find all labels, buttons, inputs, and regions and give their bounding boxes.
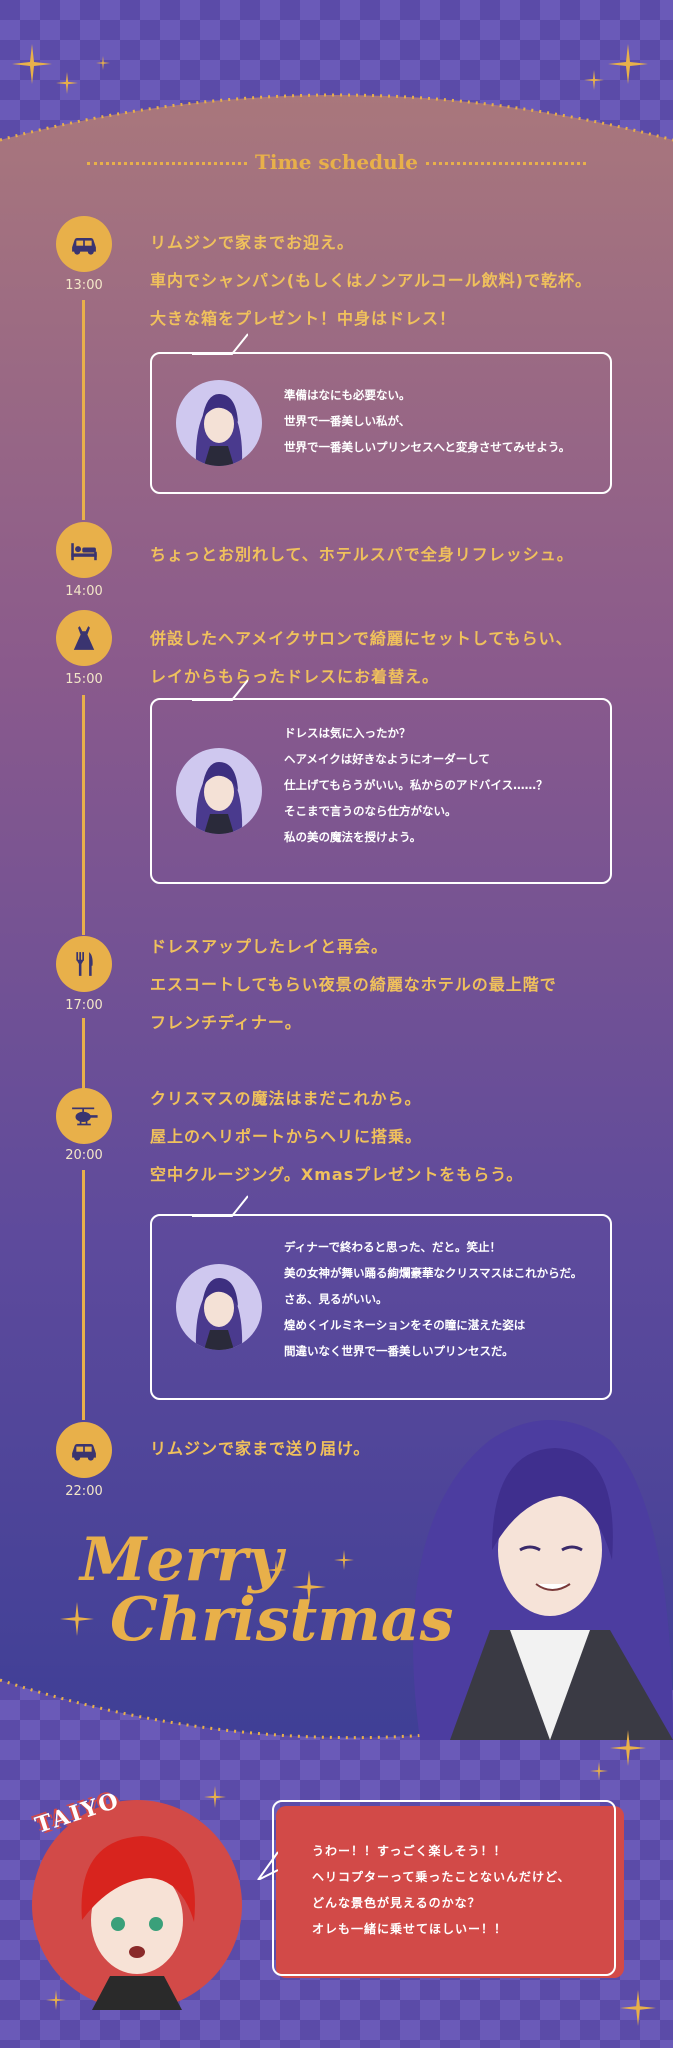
- sparkle-icon: [266, 1560, 286, 1580]
- sparkle-icon: [46, 1990, 66, 2010]
- taiyo-line: オレも一緒に乗せてほしいー！！: [312, 1922, 508, 1936]
- bubble-tail: [192, 1195, 248, 1217]
- schedule-text: クリスマスの魔法はまだこれから。 屋上のヘリポートからヘリに搭乗。 空中クルージ…: [150, 1080, 630, 1194]
- bubble-tail: [192, 333, 248, 355]
- schedule-title: Time schedule: [0, 150, 673, 174]
- bubble-line: そこまで言うのなら仕方がない。: [284, 804, 457, 818]
- sparkle-icon: [590, 1762, 608, 1780]
- greeting-line1: Merry: [80, 1525, 283, 1595]
- timeline-line: [82, 695, 85, 935]
- timeline-line: [82, 300, 85, 520]
- schedule-line: ちょっとお別れして、ホテルスパで全身リフレッシュ。: [150, 545, 574, 564]
- taiyo-bubble-border: [272, 1800, 616, 1976]
- rei-speech-bubble: 準備はなにも必要ない。 世界で一番美しい私が、 世界で一番美しいプリンセスへと変…: [150, 333, 612, 494]
- title-dots-right: [425, 162, 586, 165]
- taiyo-line: ヘリコプターって乗ったことないんだけど、: [312, 1870, 571, 1884]
- schedule-line: 屋上のヘリポートからヘリに搭乗。: [150, 1127, 423, 1146]
- rei-illustration: [413, 1420, 673, 1740]
- time-label: 20:00: [65, 1148, 103, 1163]
- schedule-line: エスコートしてもらい夜景の綺麗なホテルの最上階で: [150, 975, 557, 994]
- rei-avatar: [176, 1264, 262, 1350]
- schedule-line: リムジンで家までお迎え。: [150, 233, 355, 252]
- bubble-line: 準備はなにも必要ない。: [284, 388, 411, 402]
- sparkle-icon: [610, 1730, 646, 1766]
- schedule-text: ドレスアップしたレイと再会。 エスコートしてもらい夜景の綺麗なホテルの最上階で …: [150, 928, 630, 1042]
- schedule-line: 大きな箱をプレゼント！中身はドレス！: [150, 309, 457, 328]
- rei-avatar: [176, 380, 262, 466]
- fork-knife-icon: [76, 952, 93, 976]
- timeline-icon-car: [56, 216, 112, 272]
- timeline-icon-helicopter: [56, 1088, 112, 1144]
- timeline-icon-car: [56, 1422, 112, 1478]
- merry-christmas-greeting: Merry Christmas: [60, 1525, 454, 1655]
- sparkle-icon: [96, 56, 110, 70]
- sparkle-icon: [12, 44, 52, 84]
- helicopter-icon: [72, 1107, 98, 1126]
- sparkle-icon: [56, 72, 78, 94]
- title-text: Time schedule: [255, 150, 418, 174]
- bubble-line: さあ、見るがいい。: [284, 1292, 388, 1306]
- bubble-line: ドレスは気に入ったか？: [284, 726, 411, 740]
- timeline-icon-bed: [56, 522, 112, 578]
- rei-speech-bubble: ドレスは気に入ったか？ ヘアメイクは好きなようにオーダーして 仕上げてもらうがい…: [150, 679, 612, 884]
- bubble-line: 世界で一番美しい私が、: [284, 414, 411, 428]
- schedule-line: 併設したヘアメイクサロンで綺麗にセットしてもらい、: [150, 629, 573, 648]
- schedule-line: フレンチディナー。: [150, 1013, 302, 1032]
- rei-avatar: [176, 748, 262, 834]
- bubble-text: ドレスは気に入ったか？ ヘアメイクは好きなようにオーダーして 仕上げてもらうがい…: [284, 720, 548, 850]
- bubble-line: 美の女神が舞い踊る絢爛豪華なクリスマスはこれからだ。: [284, 1266, 583, 1280]
- title-dots-left: [87, 162, 248, 165]
- timeline-icon-dinner: [56, 936, 112, 992]
- sparkle-icon: [584, 70, 604, 90]
- dress-icon: [73, 626, 95, 650]
- sparkle-icon: [334, 1550, 354, 1570]
- schedule-line: 空中クルージング。Xmasプレゼントをもらう。: [150, 1165, 524, 1184]
- taiyo-avatar: [32, 1800, 242, 2010]
- time-label: 15:00: [65, 672, 103, 687]
- greeting-line2: Christmas: [110, 1585, 454, 1655]
- taiyo-speech-bubble: [276, 1806, 624, 1978]
- bubble-tail: [192, 679, 248, 701]
- schedule-text: 併設したヘアメイクサロンで綺麗にセットしてもらい、 レイからもらったドレスにお着…: [150, 620, 630, 696]
- timeline-line: [82, 1170, 85, 1420]
- time-label: 17:00: [65, 998, 103, 1013]
- schedule-text: ちょっとお別れして、ホテルスパで全身リフレッシュ。: [150, 536, 630, 574]
- schedule-line: 車内でシャンパン(もしくはノンアルコール飲料)で乾杯。: [150, 271, 592, 290]
- taiyo-line: どんな景色が見えるのかな？: [312, 1896, 481, 1910]
- bubble-line: 煌めくイルミネーションをその瞳に湛えた姿は: [284, 1318, 526, 1332]
- sparkle-icon: [608, 44, 648, 84]
- bed-icon: [71, 543, 97, 561]
- timeline-icon-dress: [56, 610, 112, 666]
- bubble-line: ヘアメイクは好きなようにオーダーして: [284, 752, 490, 766]
- car-icon: [72, 1444, 96, 1461]
- schedule-text: リムジンで家までお迎え。 車内でシャンパン(もしくはノンアルコール飲料)で乾杯。…: [150, 224, 630, 338]
- schedule-line: レイからもらったドレスにお着替え。: [150, 667, 440, 686]
- schedule-line: リムジンで家まで送り届け。: [150, 1439, 371, 1458]
- bubble-line: 仕上げてもらうがいい。私からのアドバイス……？: [284, 778, 548, 792]
- taiyo-line: うわー！！すっごく楽しそう！！: [312, 1844, 507, 1858]
- taiyo-bubble-text: うわー！！すっごく楽しそう！！ ヘリコプターって乗ったことないんだけど、 どんな…: [312, 1838, 570, 1942]
- sparkle-icon: [204, 1786, 226, 1808]
- bubble-line: 間違いなく世界で一番美しいプリンセスだ。: [284, 1344, 514, 1358]
- time-label: 22:00: [65, 1484, 103, 1499]
- schedule-line: ドレスアップしたレイと再会。: [150, 937, 389, 956]
- timeline-line: [82, 1018, 85, 1098]
- bubble-line: ディナーで終わると思った、だと。笑止！: [284, 1240, 502, 1254]
- sparkle-icon: [60, 1602, 94, 1636]
- schedule-text: リムジンで家まで送り届け。: [150, 1430, 630, 1468]
- taiyo-bubble-tail: [257, 1851, 278, 1880]
- bubble-text: 準備はなにも必要ない。 世界で一番美しい私が、 世界で一番美しいプリンセスへと変…: [284, 382, 570, 460]
- time-label: 13:00: [65, 278, 103, 293]
- sparkle-icon: [292, 1570, 326, 1604]
- schedule-line: クリスマスの魔法はまだこれから。: [150, 1089, 422, 1108]
- sparkle-icon: [620, 1990, 656, 2026]
- bubble-text: ディナーで終わると思った、だと。笑止！ 美の女神が舞い踊る絢爛豪華なクリスマスは…: [284, 1234, 582, 1364]
- time-label: 14:00: [65, 584, 103, 599]
- car-icon: [72, 238, 96, 255]
- bubble-line: 私の美の魔法を授けよう。: [284, 830, 422, 844]
- rei-speech-bubble: ディナーで終わると思った、だと。笑止！ 美の女神が舞い踊る絢爛豪華なクリスマスは…: [150, 1195, 612, 1400]
- bubble-line: 世界で一番美しいプリンセスへと変身させてみせよう。: [284, 440, 571, 454]
